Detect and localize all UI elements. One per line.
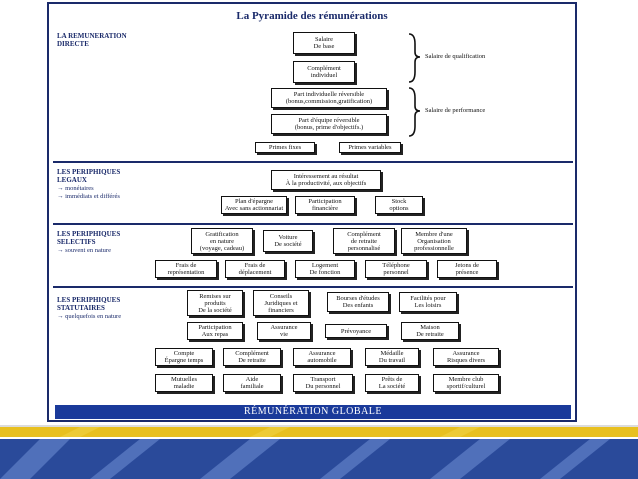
box-conseils-juridiques: Conseils Juridiques et financiers — [253, 290, 309, 316]
brace-icon — [408, 33, 421, 137]
note-immediats: → immédiats et différés — [57, 193, 120, 200]
box-interessement: Intéressement au résultat À la productiv… — [271, 170, 381, 190]
box-medaille-travail: Médaille Du travail — [365, 348, 419, 366]
box-stock-options: Stock options — [375, 196, 423, 214]
note-monetaires: → monétaires — [57, 185, 94, 192]
section-label-statutaires: LES PERIPHIQUES STATUTAIRES — [57, 296, 121, 312]
box-assurance-risques: Assurance Risques divers — [433, 348, 499, 366]
brace-label-qualification: Salaire de qualification — [425, 53, 486, 60]
decorative-band — [0, 425, 638, 479]
brace-label-performance: Salaire de performance — [425, 107, 486, 114]
note-quelquefois-nature: → quelquefois en nature — [57, 313, 122, 320]
box-part-equipe: Part d'équipe réversible (bonus, prime d… — [271, 114, 387, 134]
band-graphic-icon — [0, 425, 638, 479]
box-assurance-vie: Assurance vie — [257, 322, 311, 340]
box-aide-familiale: Aide familiale — [223, 374, 281, 392]
box-prevoyance: Prévoyance — [325, 324, 387, 338]
box-telephone-personnel: Téléphone personnel — [365, 260, 427, 278]
pyramid-frame: La Pyramide des rémunérations LA REMUNER… — [47, 2, 577, 422]
box-prets-societe: Prêts de La société — [365, 374, 419, 392]
box-frais-deplacement: Frais de déplacement — [225, 260, 285, 278]
box-primes-variables: Primes variables — [339, 142, 401, 153]
box-part-individuelle: Part individuelle réversible (bonus,comm… — [271, 88, 387, 108]
section-label-selectifs: LES PERIPHIQUES SELECTIFS — [57, 230, 121, 246]
box-complement-retraite: Complément De retraite — [223, 348, 281, 366]
box-bourses-etudes: Bourses d'études Des enfants — [327, 292, 389, 312]
box-jetons-presence: Jetons de présence — [437, 260, 497, 278]
box-maison-retraite: Maison De retraite — [401, 322, 459, 340]
section-label-legaux: LES PERIPHIQUES LEGAUX — [57, 168, 121, 184]
page-title: La Pyramide des rémunérations — [236, 10, 388, 22]
box-assurance-automobile: Assurance automobile — [293, 348, 351, 366]
box-transport-personnel: Transport Du personnel — [293, 374, 353, 392]
box-complement-individuel: Complément individuel — [293, 61, 355, 83]
box-compte-epargne-temps: Compte Épargne temps — [155, 348, 213, 366]
box-salaire-base: Salaire De base — [293, 32, 355, 54]
global-bar: RÉMUNÉRATION GLOBALE — [55, 405, 571, 419]
box-complement-retraite-perso: Complément de retraite personnalisé — [333, 228, 395, 254]
box-plan-epargne: Plan d'épargne Avec sans actionnariat — [221, 196, 287, 214]
box-organisation-pro: Membre d'une Organisation professionnell… — [401, 228, 467, 254]
box-voiture-societe: Voiture De société — [263, 230, 313, 252]
note-souvent-nature: → souvent en nature — [57, 247, 111, 254]
box-mutuelles-maladie: Mutuelles maladie — [155, 374, 213, 392]
box-facilites-loisirs: Facilités pour Les loisirs — [399, 292, 457, 312]
box-remises-produits: Remises sur produits De la société — [187, 290, 243, 316]
box-primes-fixes: Primes fixes — [255, 142, 315, 153]
divider — [53, 223, 573, 225]
box-participation-repas: Participation Aux repas — [187, 322, 243, 340]
divider — [53, 286, 573, 288]
section-label-directe: LA REMUNERATION DIRECTE — [57, 32, 127, 48]
box-membre-club: Membre club sportif/culturel — [433, 374, 499, 392]
divider — [53, 161, 573, 163]
box-participation-financiere: Participation financière — [295, 196, 355, 214]
box-frais-representation: Frais de représentation — [155, 260, 217, 278]
box-logement-fonction: Logement De fonction — [295, 260, 355, 278]
box-gratification-nature: Gratification en nature (voyage, cadeau) — [191, 228, 253, 254]
